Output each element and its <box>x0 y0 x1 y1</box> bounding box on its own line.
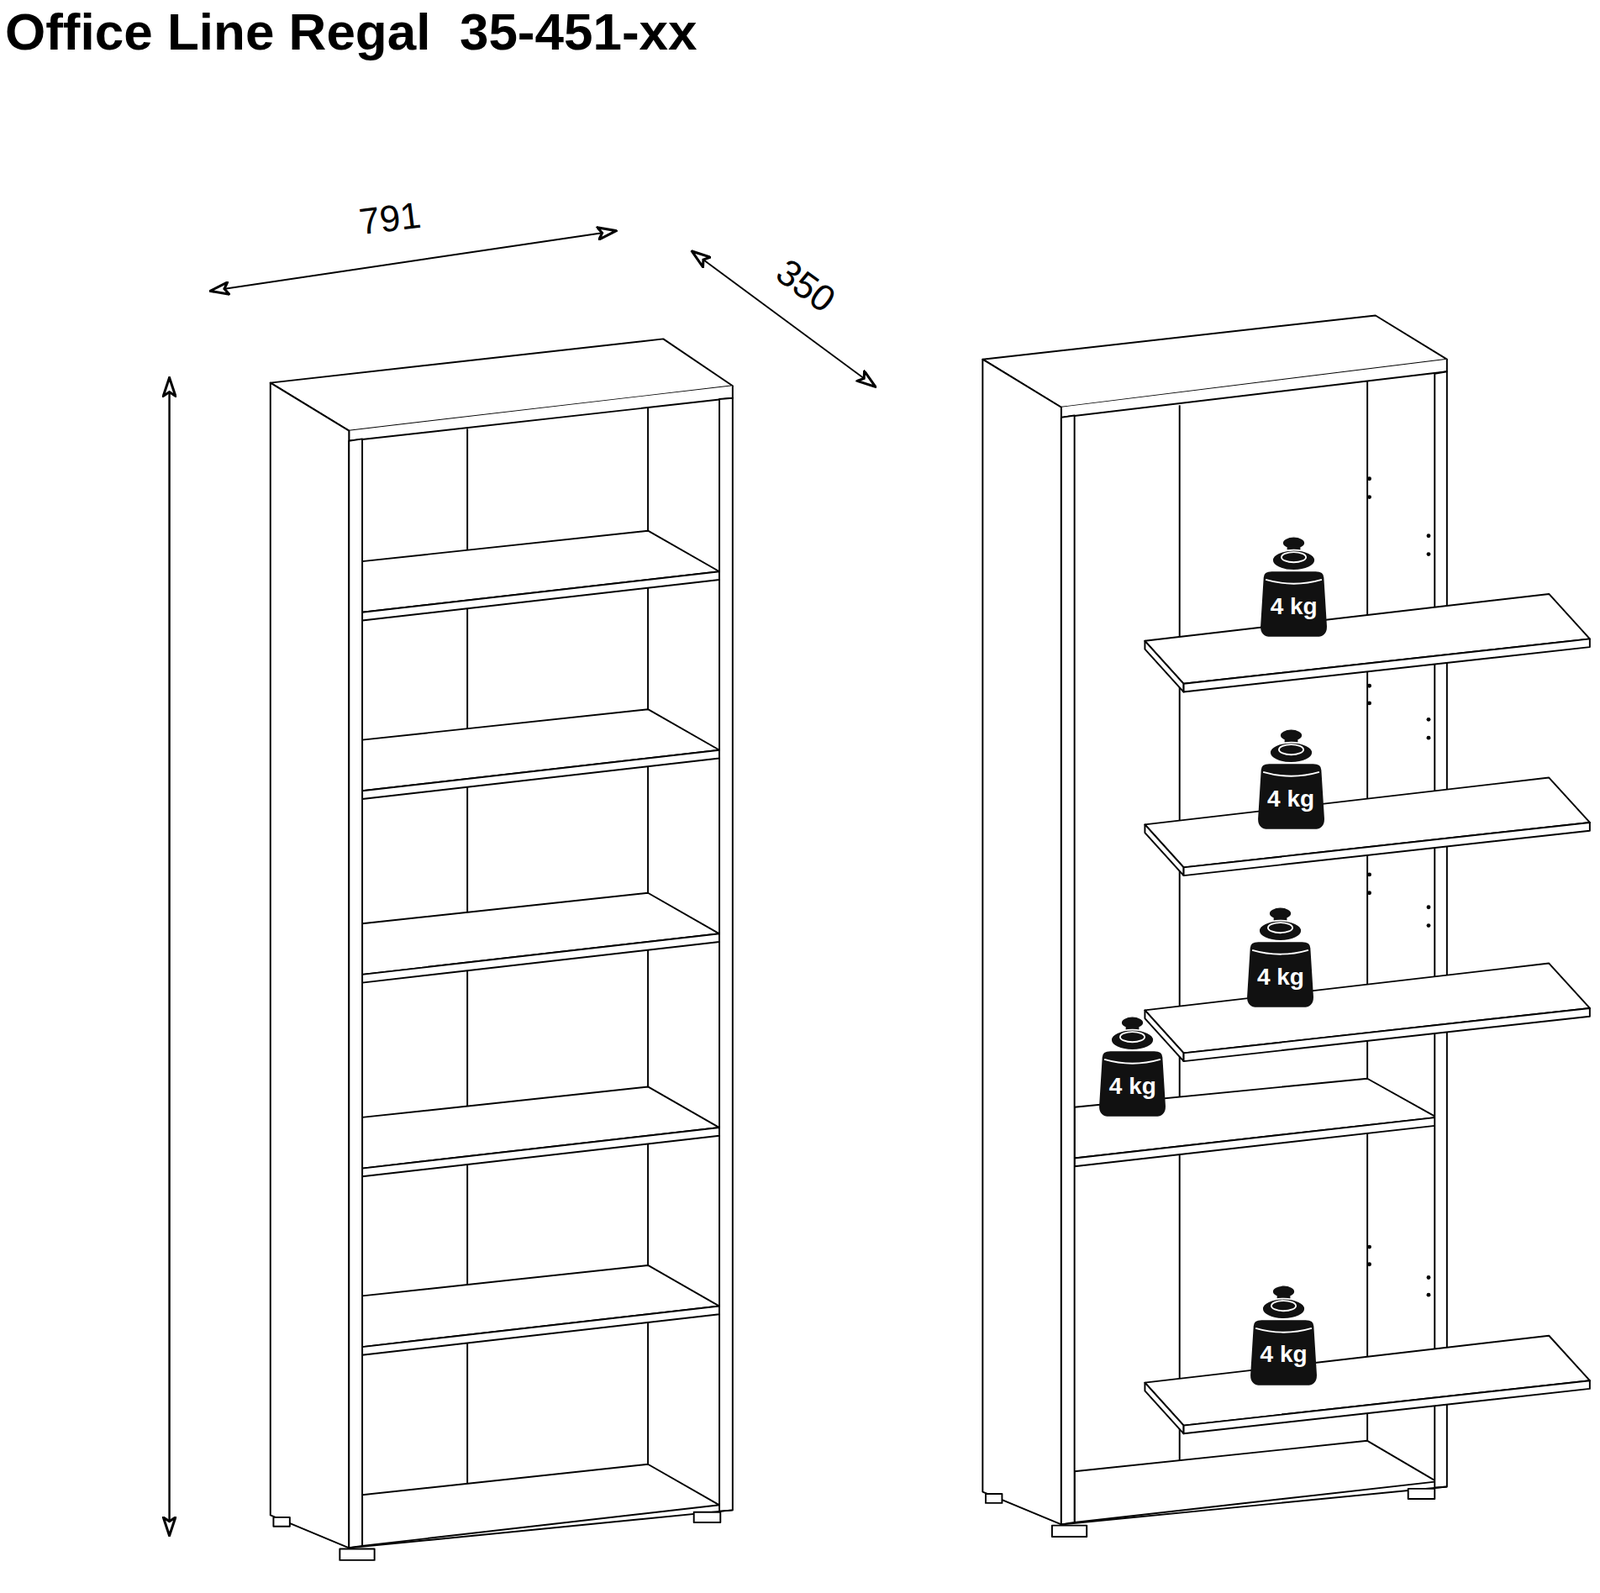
weight-label: 4 kg <box>1255 594 1332 619</box>
weight-shape <box>1094 1012 1171 1121</box>
weight-shape <box>1252 725 1330 833</box>
weight-shape <box>1245 1281 1322 1390</box>
weight-icon: 4 kg <box>1094 1012 1171 1121</box>
weight-label: 4 kg <box>1245 1342 1322 1367</box>
weight-icon: 4 kg <box>1255 532 1332 641</box>
title: Office Line Regal 35-451-xx <box>5 1 698 62</box>
depth-dimension <box>691 251 876 388</box>
width-dimension <box>210 231 616 292</box>
weight-label: 4 kg <box>1094 1074 1171 1099</box>
weight-icon: 4 kg <box>1242 903 1319 1011</box>
weight-shape <box>1242 903 1319 1011</box>
weight-label: 4 kg <box>1252 787 1330 811</box>
bookshelf-loaded <box>982 315 1448 1537</box>
weight-label: 4 kg <box>1242 965 1319 990</box>
bookshelf-front <box>270 338 733 1561</box>
pulled-shelves <box>1144 594 1590 1434</box>
dimension-label: 350 <box>768 251 844 321</box>
weight-shape <box>1255 532 1332 641</box>
dimension-label: 791 <box>354 195 426 241</box>
weight-icon: 4 kg <box>1245 1281 1322 1390</box>
weight-icon: 4 kg <box>1252 725 1330 833</box>
height-dimension <box>168 378 170 1537</box>
